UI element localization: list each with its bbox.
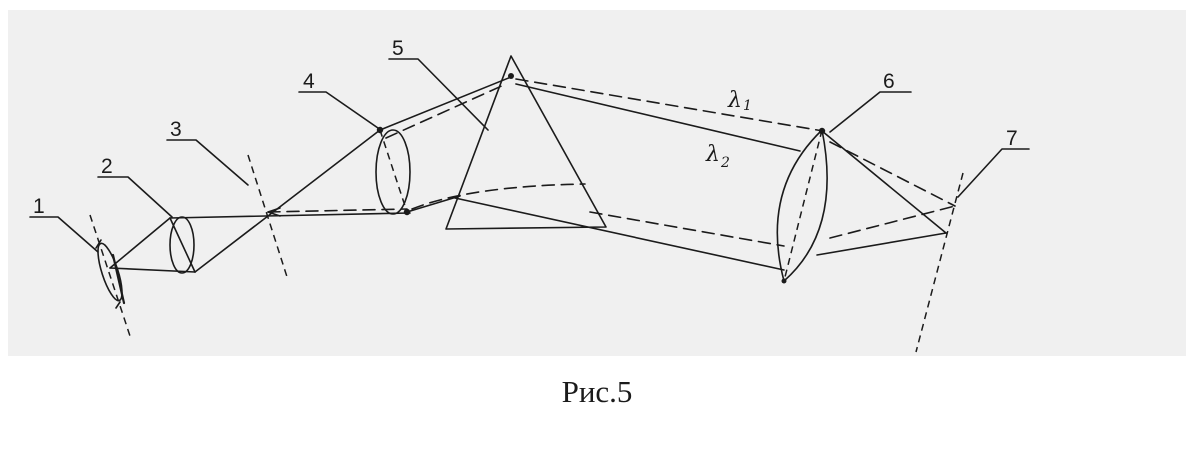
label-5: 5 (392, 37, 404, 60)
scanned-drawing-background (8, 10, 1186, 356)
element-2-condenser-lens (169, 216, 196, 274)
label-7: 7 (1006, 127, 1018, 150)
element-3-slit (247, 154, 289, 281)
svg-text:λ: λ (705, 142, 720, 167)
element-6-objective-lens (776, 127, 828, 284)
beam-source-to-slit (109, 129, 411, 273)
label-3: 3 (170, 118, 182, 141)
beams-objective-to-focal-plane (816, 130, 956, 256)
beams-prism-to-objective (454, 78, 824, 271)
label-2: 2 (101, 155, 113, 178)
label-leader-lines (29, 58, 1030, 253)
element-1-source (89, 214, 131, 337)
svg-text:2: 2 (720, 155, 730, 171)
beam-slit-to-collimator-dashed (267, 207, 408, 217)
svg-text:λ: λ (727, 88, 742, 113)
element-5-prism (445, 55, 607, 230)
label-6: 6 (883, 70, 895, 93)
label-4: 4 (303, 70, 315, 93)
element-4-collimator-lens (375, 126, 411, 216)
label-1: 1 (33, 195, 45, 218)
svg-text:1: 1 (743, 98, 752, 114)
wavelength-label-lambda1: λ 1 (727, 88, 752, 114)
element-7-focal-plane (915, 172, 964, 353)
beams-collimator-to-prism (379, 76, 586, 213)
figure-caption: Рис.5 (561, 374, 633, 409)
wavelength-label-lambda2: λ 2 (705, 142, 730, 171)
